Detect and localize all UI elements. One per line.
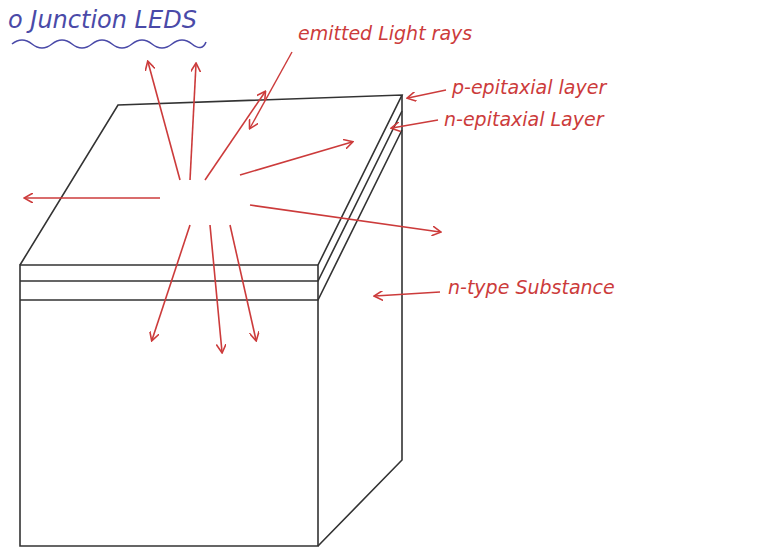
- part-label: emitted Light rays: [298, 22, 472, 44]
- light-rays: [25, 62, 440, 352]
- part-label: p-epitaxial layer: [452, 76, 606, 98]
- leader-lines: [250, 52, 446, 296]
- title-underline: [12, 40, 206, 48]
- led-cube: [20, 95, 402, 546]
- part-label: n-epitaxial Layer: [444, 108, 603, 130]
- part-label: n-type Substance: [448, 276, 615, 298]
- diagram-title: o Junction LEDS: [8, 6, 197, 34]
